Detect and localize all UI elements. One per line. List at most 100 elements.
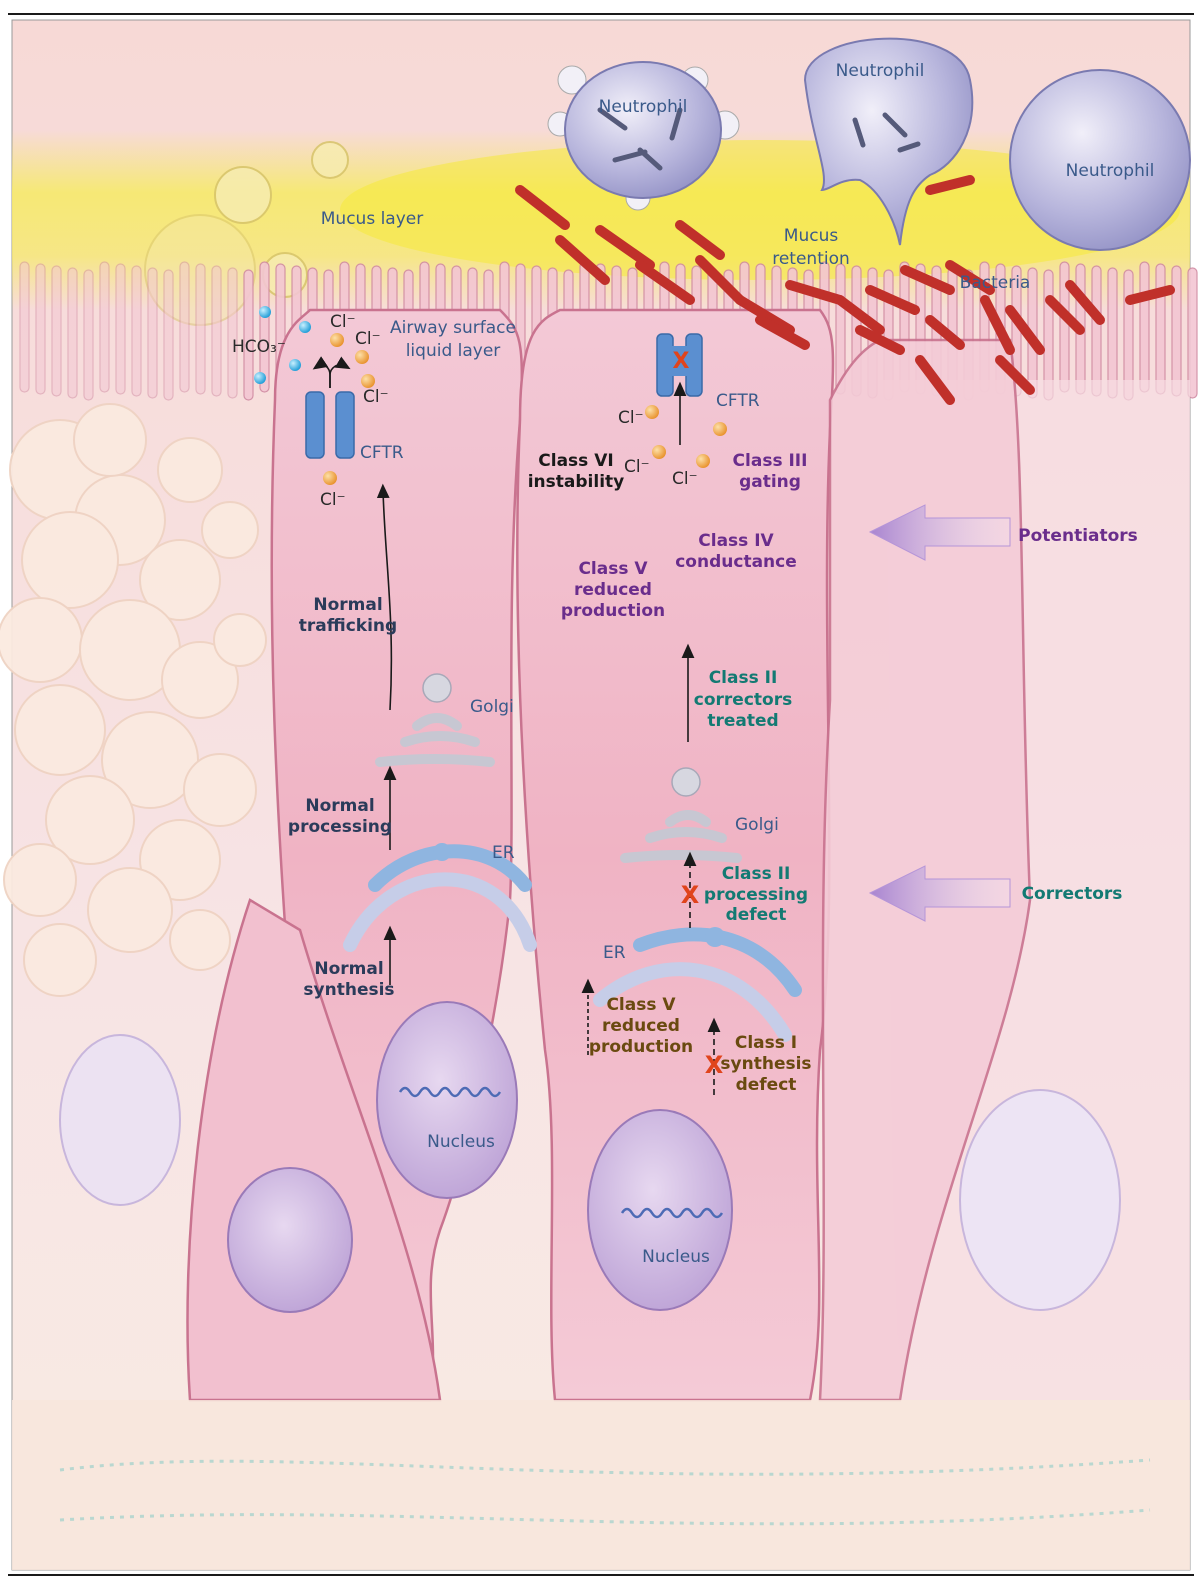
- microvillus: [259, 261, 270, 393]
- golgi-middle: Golgi: [620, 767, 779, 863]
- cl-label: Cl⁻: [355, 329, 381, 349]
- airway-surface-label-line1: Airway surface: [390, 318, 516, 338]
- neutrophil-2: Neutrophil: [803, 37, 974, 246]
- microvillus: [147, 267, 158, 399]
- er-label: ER: [492, 843, 515, 863]
- class-v-top-line1: Class V: [578, 559, 648, 579]
- cl-label: Cl⁻: [320, 490, 346, 510]
- normal-synthesis-line2: synthesis: [303, 980, 394, 1000]
- mucus-retention-label-line1: Mucus: [784, 226, 839, 246]
- microvillus: [1187, 267, 1198, 399]
- bacteria-label: Bacteria: [960, 273, 1031, 293]
- class-v-bottom-line3: production: [589, 1037, 693, 1057]
- bacterium: [1065, 280, 1105, 325]
- class-ii-defect-line2: processing: [704, 885, 808, 905]
- bacterium: [1125, 285, 1175, 305]
- class-i-line3: defect: [736, 1075, 797, 1095]
- bacterium: [945, 260, 995, 295]
- microvillus: [51, 265, 62, 397]
- dna-icon: [620, 1207, 724, 1219]
- microvillus: [83, 269, 94, 401]
- ions-normal: HCO₃⁻ Cl⁻ Cl⁻ Cl⁻ Cl⁻: [232, 306, 389, 510]
- microvillus: [19, 261, 30, 393]
- class-iii-line2: gating: [739, 472, 801, 492]
- class-v-bottom-line2: reduced: [602, 1016, 680, 1036]
- er-label: ER: [603, 943, 626, 963]
- left-background-vesicles: [0, 403, 267, 997]
- bacterium: [925, 175, 975, 195]
- nucleus-middle: Nucleus: [587, 1109, 733, 1311]
- bacterium: [1005, 305, 1045, 355]
- microvillus: [1091, 265, 1102, 397]
- class-vi-line2: instability: [528, 472, 625, 492]
- microvillus: [1107, 267, 1118, 399]
- neutrophil-1: Neutrophil: [547, 61, 740, 211]
- cftr-label: CFTR: [360, 443, 404, 463]
- class-v-top-line3: production: [561, 601, 665, 621]
- potentiators-label: Potentiators: [1018, 526, 1138, 546]
- bacterium: [1045, 295, 1085, 335]
- synthesis-defect-x-icon: X: [705, 1051, 724, 1079]
- microvillus: [163, 269, 174, 401]
- bacterium: [695, 255, 745, 305]
- microvillus: [211, 265, 222, 397]
- microvillus: [115, 263, 126, 395]
- nucleus-label: Nucleus: [642, 1247, 710, 1267]
- bacterium: [835, 295, 885, 335]
- microvillus: [1139, 261, 1150, 393]
- dna-icon: [398, 1086, 502, 1098]
- microvillus: [99, 261, 110, 393]
- left-background-nucleus: [59, 1034, 181, 1206]
- potentiators-arrow: [868, 504, 1011, 561]
- microvillus: [243, 269, 254, 401]
- processing-defect-x-icon: X: [681, 881, 700, 909]
- normal-trafficking-line2: trafficking: [299, 616, 397, 636]
- neutrophil-label: Neutrophil: [599, 97, 688, 117]
- bacterium: [915, 355, 955, 405]
- hco3-label: HCO₃⁻: [232, 337, 286, 357]
- airway-surface-label-line2: liquid layer: [406, 341, 501, 361]
- mucus-retention-label-line2: retention: [772, 249, 850, 269]
- bacterium: [755, 315, 810, 350]
- class-iii-line1: Class III: [733, 451, 808, 471]
- bacterium: [595, 225, 655, 270]
- microvillus: [179, 261, 190, 393]
- neutrophil-3: Neutrophil: [1009, 69, 1191, 251]
- cl-label: Cl⁻: [330, 312, 356, 332]
- golgi-label: Golgi: [735, 815, 779, 835]
- cftr-label: CFTR: [716, 391, 760, 411]
- cl-label: Cl⁻: [363, 387, 389, 407]
- class-ii-treated-line3: treated: [707, 711, 778, 731]
- nucleus-left: Nucleus: [376, 1001, 518, 1199]
- class-ii-defect-line3: defect: [726, 905, 787, 925]
- microvillus: [195, 263, 206, 395]
- correctors-label: Correctors: [1022, 884, 1123, 904]
- bacterium: [925, 315, 965, 350]
- basement-fiber-1: [59, 1458, 1151, 1476]
- microvillus: [1155, 263, 1166, 395]
- golgi-label: Golgi: [470, 697, 514, 717]
- normal-processing-line2: processing: [288, 817, 392, 837]
- normal-trafficking-line1: Normal: [313, 595, 382, 615]
- cl-label: Cl⁻: [672, 469, 698, 489]
- bacterium: [735, 295, 795, 335]
- bacterium: [515, 185, 570, 230]
- cftr-channel-normal: CFTR: [305, 391, 404, 463]
- blocked-x-icon: X: [673, 349, 690, 374]
- normal-synthesis-line1: Normal: [314, 959, 383, 979]
- class-ii-treated-line2: correctors: [694, 690, 792, 710]
- nucleus-label: Nucleus: [427, 1132, 495, 1152]
- class-ii-defect-line1: Class II: [722, 864, 791, 884]
- right-background-nucleus: [959, 1089, 1121, 1311]
- class-iv-line1: Class IV: [698, 531, 774, 551]
- bacterium: [555, 235, 610, 285]
- bacterium: [635, 260, 695, 305]
- bacterium: [900, 265, 955, 295]
- microvillus: [35, 263, 46, 395]
- class-ii-treated-line1: Class II: [709, 668, 778, 688]
- mucus-layer-label: Mucus layer: [321, 209, 423, 229]
- class-v-bottom-line1: Class V: [606, 995, 676, 1015]
- basal-cell-nucleus: [227, 1167, 353, 1313]
